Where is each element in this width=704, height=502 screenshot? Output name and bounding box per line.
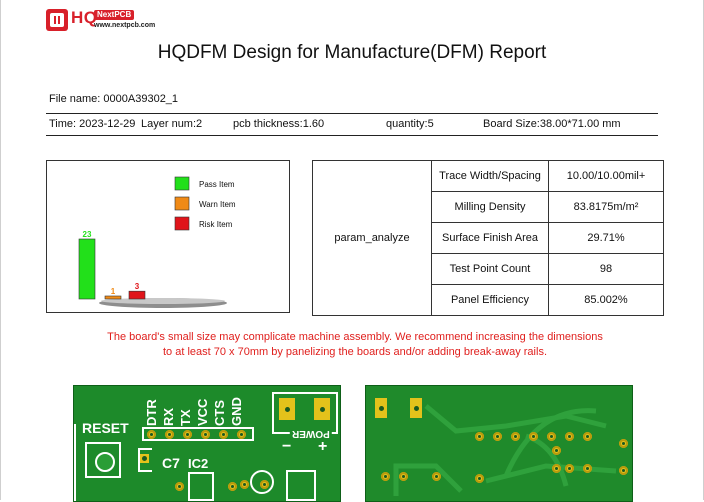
bottom-pad	[432, 472, 441, 481]
legend-swatch	[174, 216, 190, 231]
param-value: 98	[548, 253, 664, 285]
logo-url: www.nextpcb.com	[94, 22, 156, 29]
param-table: param_analyze Trace Width/Spacing 10.00/…	[312, 160, 664, 316]
meta-board-size: Board Size:38.00*71.00 mm	[483, 118, 621, 130]
bottom-pad	[475, 474, 484, 483]
cap-pad	[240, 480, 249, 489]
param-name: Panel Efficiency	[431, 284, 549, 316]
file-name: File name: 0000A39302_1	[49, 93, 179, 105]
silkscreen-bracket	[138, 448, 152, 472]
bottom-pad	[565, 432, 574, 441]
legend-label: Pass Item	[199, 180, 235, 189]
bar-value-label: 1	[111, 287, 116, 296]
bottom-pad	[529, 432, 538, 441]
header-pad	[183, 430, 192, 439]
bottom-pad	[493, 432, 502, 441]
bottom-pad	[583, 464, 592, 473]
plus-label: +	[318, 438, 328, 455]
power-pad-square	[279, 398, 295, 420]
ic2-label: IC2	[188, 456, 209, 471]
minus-label: −	[282, 438, 292, 455]
meta-thickness: pcb thickness:1.60	[233, 118, 325, 130]
power-pad-square	[314, 398, 330, 420]
smd-pad	[140, 454, 149, 463]
param-value: 85.002%	[548, 284, 664, 316]
warning-line: to at least 70 x 70mm by panelizing the …	[163, 346, 547, 358]
ic-pad	[175, 482, 184, 491]
bottom-square-pad	[375, 398, 387, 418]
bottom-pad	[475, 432, 484, 441]
bar-value-label: 23	[83, 230, 92, 239]
reset-label: RESET	[82, 420, 129, 436]
legend-swatch	[174, 196, 190, 211]
ic2-outline	[188, 472, 214, 501]
bar-value-label: 3	[135, 282, 140, 291]
param-group-label: param_analyze	[312, 160, 432, 316]
nextpcb-logo: HQ NextPCB www.nextpcb.com	[46, 8, 186, 33]
divider	[46, 135, 658, 136]
header-pad	[165, 430, 174, 439]
bottom-pad	[399, 472, 408, 481]
report-title: HQDFM Design for Manufacture(DFM) Report	[157, 42, 547, 63]
pcb-bottom-traces	[393, 404, 617, 496]
header-pin-label: TX	[178, 409, 193, 426]
param-value: 10.00/10.00mil+	[548, 160, 664, 192]
param-name: Milling Density	[431, 191, 549, 223]
logo-brand: HQ	[71, 8, 98, 27]
ic-pad	[228, 482, 237, 491]
header-pin-label: CTS	[212, 400, 227, 426]
bottom-pad	[381, 472, 390, 481]
bottom-pad	[583, 432, 592, 441]
header-outline	[142, 427, 254, 441]
bottom-pad	[619, 466, 628, 475]
header-pin-label: VCC	[195, 398, 210, 426]
bottom-pad	[552, 446, 561, 455]
param-name: Test Point Count	[431, 253, 549, 285]
divider	[46, 113, 658, 114]
bottom-pad	[552, 464, 561, 473]
silkscreen-line	[74, 424, 76, 501]
meta-time: Time: 2023-12-29	[49, 118, 136, 130]
legend-label: Warn Item	[199, 200, 236, 209]
warning-line: The board's small size may complicate ma…	[107, 331, 603, 343]
param-value: 83.8175m/m²	[548, 191, 664, 223]
logo-sub: NextPCB	[94, 10, 135, 20]
legend-swatch	[174, 176, 190, 191]
size-warning: The board's small size may complicate ma…	[60, 330, 650, 360]
bar-warn-item	[104, 295, 122, 300]
page-border	[0, 0, 1, 500]
header-pad	[237, 430, 246, 439]
bottom-pad	[565, 464, 574, 473]
bar-pass-item	[78, 238, 96, 300]
meta-quantity: quantity:5	[386, 118, 434, 130]
meta-layers: Layer num:2	[141, 118, 203, 130]
reset-switch-outline	[85, 442, 121, 478]
cap-pad	[260, 480, 269, 489]
param-name: Surface Finish Area	[431, 222, 549, 254]
header-pad	[201, 430, 210, 439]
header-pin-label: RX	[161, 407, 176, 426]
bottom-square-pad	[410, 398, 422, 418]
capacitor-outline	[250, 470, 274, 494]
bottom-pad	[619, 439, 628, 448]
pcb-bottom-render	[365, 385, 633, 502]
param-name: Trace Width/Spacing	[431, 160, 549, 192]
header-pin-label: GND	[229, 397, 244, 426]
header-pad	[147, 430, 156, 439]
header-pin-label: DTR	[144, 399, 159, 426]
header-pad	[219, 430, 228, 439]
silkscreen-box	[286, 470, 316, 501]
bottom-pad	[511, 432, 520, 441]
c7-label: C7	[162, 455, 180, 471]
param-value: 29.71%	[548, 222, 664, 254]
legend-label: Risk Item	[199, 220, 233, 229]
chart-platform	[101, 298, 225, 304]
bar-risk-item	[128, 290, 146, 300]
logo-mark-icon	[46, 9, 68, 31]
bottom-pad	[547, 432, 556, 441]
